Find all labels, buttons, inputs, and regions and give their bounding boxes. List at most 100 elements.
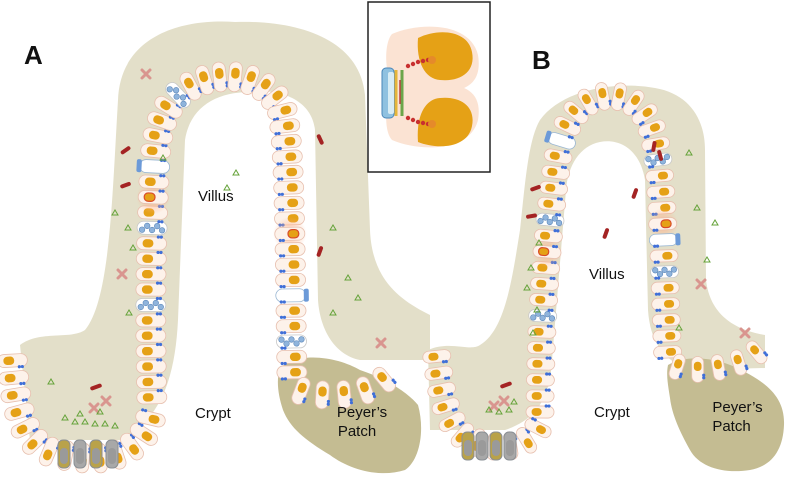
epithelial-cell bbox=[269, 118, 301, 136]
epithelial-cell bbox=[534, 228, 563, 244]
panel-b-peyers-patch bbox=[667, 358, 785, 472]
epithelial-cell bbox=[535, 212, 565, 228]
epithelial-cell bbox=[10, 417, 40, 439]
epithelial-cell bbox=[730, 349, 749, 376]
epithelial-cell bbox=[276, 334, 307, 350]
epithelial-cell bbox=[525, 404, 555, 419]
stem-cell bbox=[503, 431, 517, 461]
epithelial-cell bbox=[577, 88, 600, 116]
epithelial-cell bbox=[273, 180, 305, 197]
epithelial-cell bbox=[135, 296, 167, 312]
epithelial-cell bbox=[275, 303, 307, 319]
panel-b-bacteria bbox=[500, 141, 664, 389]
epithelial-cell bbox=[135, 342, 167, 359]
epithelial-cell bbox=[135, 358, 167, 374]
epithelial-cell bbox=[271, 149, 303, 166]
epithelial-cell bbox=[179, 71, 203, 101]
panel-a-patch-label-line1: Peyer’s bbox=[336, 404, 388, 421]
epithelial-cell bbox=[136, 158, 170, 174]
epithelial-cell bbox=[120, 432, 144, 461]
epithelial-cell bbox=[531, 236, 563, 268]
panel-b-letter: B bbox=[532, 45, 551, 75]
epithelial-cell bbox=[291, 377, 311, 405]
epithelial-cell bbox=[427, 381, 456, 398]
epithelial-cell bbox=[372, 366, 397, 393]
epithelial-cell bbox=[530, 276, 559, 291]
epithelial-cell bbox=[147, 111, 177, 131]
epithelial-cell bbox=[529, 292, 558, 307]
panel-b-patch-label-line1: Peyer’s bbox=[712, 399, 763, 416]
epithelial-cell bbox=[136, 388, 168, 405]
panel-a-crypt-label: Crypt bbox=[195, 405, 231, 422]
epithelial-cell bbox=[525, 388, 555, 403]
epithelial-cell bbox=[563, 100, 589, 124]
epithelial-cell bbox=[424, 365, 454, 381]
panel-a-villus-label: Villus bbox=[198, 188, 234, 205]
epithelial-cell bbox=[261, 85, 289, 111]
panel-b-epithelium bbox=[422, 82, 769, 461]
inset-tight-junction bbox=[367, 1, 491, 173]
epithelial-cell bbox=[135, 408, 166, 428]
epithelial-cell bbox=[539, 180, 568, 196]
epithelial-cell bbox=[526, 340, 556, 355]
epithelial-cell bbox=[668, 353, 686, 380]
epithelial-cell bbox=[543, 148, 573, 165]
epithelial-cell bbox=[595, 82, 613, 111]
panel-a-antigens bbox=[47, 154, 362, 429]
epithelial-cell bbox=[267, 102, 298, 122]
epithelial-cell bbox=[745, 340, 769, 365]
epithelial-cell bbox=[336, 380, 354, 409]
epithelial-cell bbox=[631, 103, 658, 126]
epithelial-cell bbox=[272, 164, 304, 181]
epithelial-cell bbox=[129, 422, 158, 446]
epithelial-cell bbox=[524, 417, 552, 439]
epithelial-cell bbox=[649, 233, 681, 248]
epithelial-cell bbox=[142, 127, 174, 145]
epithelial-cell bbox=[710, 354, 728, 381]
epithelial-cell bbox=[154, 95, 183, 119]
epithelial-cell bbox=[275, 319, 307, 335]
panel-b-diagram bbox=[422, 82, 785, 472]
panel-b-immune-cells bbox=[488, 278, 751, 412]
epithelial-cell bbox=[653, 345, 682, 361]
epithelial-cell bbox=[622, 89, 645, 116]
epithelial-cell bbox=[645, 168, 674, 185]
epithelial-cell bbox=[647, 208, 679, 240]
epithelial-cell bbox=[138, 174, 170, 190]
epithelial-cell bbox=[136, 373, 167, 389]
epithelial-cell bbox=[355, 376, 377, 405]
epithelial-cell bbox=[526, 356, 556, 371]
epithelial-cell bbox=[273, 195, 305, 212]
epithelial-cell bbox=[422, 349, 452, 364]
epithelial-cell bbox=[637, 119, 666, 139]
epithelial-cell bbox=[270, 133, 302, 151]
epithelial-cell bbox=[275, 272, 306, 289]
epithelial-cell bbox=[553, 116, 582, 136]
epithelial-cell bbox=[4, 402, 35, 421]
panel-a-epithelium bbox=[0, 61, 397, 474]
epithelial-cell bbox=[276, 365, 308, 381]
panel-a-lamina bbox=[20, 21, 430, 440]
epithelial-cell bbox=[0, 370, 30, 386]
paneth-cell bbox=[89, 439, 103, 469]
stem-cell bbox=[105, 439, 119, 469]
epithelial-cell bbox=[649, 249, 679, 264]
epithelial-cell bbox=[135, 327, 167, 343]
paneth-cell bbox=[489, 431, 503, 461]
epithelial-cell bbox=[528, 308, 558, 323]
epithelial-cell bbox=[652, 329, 682, 344]
epithelial-cell bbox=[526, 372, 555, 387]
epithelial-cell bbox=[21, 429, 49, 455]
panel-b-antigens bbox=[485, 149, 719, 415]
epithelial-cell bbox=[275, 288, 309, 304]
panel-a-immune-cells bbox=[88, 68, 387, 414]
epithelial-cell bbox=[541, 164, 571, 180]
epithelial-cell bbox=[651, 313, 681, 328]
epithelial-cell bbox=[135, 250, 167, 266]
panel-b-patch-label: Peyer’s Patch bbox=[700, 398, 775, 436]
epithelial-cell bbox=[135, 312, 167, 328]
epithelial-cell bbox=[431, 397, 460, 415]
epithelial-cell bbox=[646, 184, 676, 201]
epithelial-cell bbox=[537, 196, 567, 212]
